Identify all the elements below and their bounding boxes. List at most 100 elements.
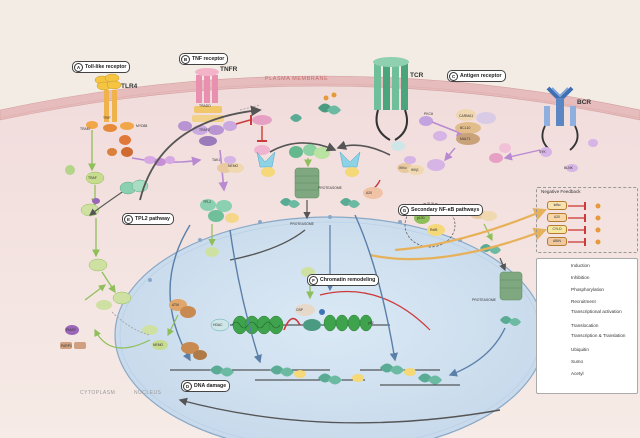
tcr-receptor [373,57,409,141]
nfkb-dimer-top [290,92,341,122]
protein-label: TRIF [103,116,111,120]
piddosome [60,325,86,349]
legend-label: Acetyl [571,371,584,376]
tlr4-label: TLR4 [121,83,138,90]
dna-damage-cluster [142,299,207,360]
protein-label: RelB [430,228,438,232]
legend-item-recruitment: Recruitment [537,299,637,309]
section-title: Toll-like receptor [85,64,127,70]
section-title: Antigen receptor [460,73,502,79]
section-title: TNF receptor [192,56,225,62]
protein-label: A20 [366,191,373,195]
nucleus-label: NUCLEUS [134,390,162,396]
ikk-cyan-left [256,151,276,177]
protein-label: TRAM [80,127,90,131]
proteasome-top [294,167,320,199]
ikk-cyan-right [339,151,361,177]
legend-item-sumo: Sumo [537,359,637,369]
section-letter: F [309,275,318,285]
section-title: Secondary NF-κB pathways [411,207,480,213]
protein-label: BCL10 [460,126,471,130]
legend-item-inhibition: Inhibition [537,275,637,285]
protein-label: BLNK [564,166,573,170]
legend-item-acetyl: Acetyl [537,371,637,381]
feedback-row: ABIN [547,236,625,246]
feedback-protein: IκBα [547,201,567,210]
section-letter: E [124,214,133,224]
nfkb-dimer-mid [280,198,360,208]
proteasome-right [499,271,523,301]
membrane-label: PLASMA MEMBRANE [265,76,329,82]
legend-label: Inhibition [571,275,590,280]
proteasome-label: PROTEASOME [290,222,314,226]
legend-label: Ubiquitin [571,347,589,352]
protein-label: TRAF2 [199,128,210,132]
protein-label: CARMA1 [459,114,474,118]
tnf-receptor [195,68,219,103]
tlr4-adaptors [86,121,134,157]
cytoplasm-label: CYTOPLASM [80,390,116,396]
legend-label: Transcription & Translation [571,333,626,338]
protein-label: ATM [172,303,179,307]
protein-label: TRADD [199,104,211,108]
feedback-row: CYLD [547,224,625,234]
cbm-complex [455,109,496,145]
nfkb-dimers-dna [210,363,442,385]
protein-label: TPL2 [203,200,212,204]
feedback-protein: ABIN [547,237,567,246]
tpl2-complex [200,199,239,223]
legend-item-ubiquitin: Ubiquitin [537,347,637,357]
protein-label: IKKβ [411,168,419,172]
legend-label: Translocation [571,323,599,328]
feedback-row: A20 [547,212,625,222]
tcr-label: TCR [410,72,424,79]
protein-label: NEMO [153,343,164,347]
legend-item-phosphorylation: Phosphorylation [537,287,637,297]
negative-feedback-box: Negative Feedback IκBα A20 CYLD ABIN [536,187,638,253]
legend-item-translocation: Translocation [537,323,637,333]
negative-feedback-title: Negative Feedback [541,189,581,194]
protein-label: HDAC [213,323,223,327]
legend-label: Recruitment [571,299,596,304]
protein-label: TAK1 [212,158,221,162]
protein-label: MALT1 [460,137,471,141]
legend-item-transcriptional-activation: Transcriptional activation [537,309,637,319]
feedback-row: IκBα [547,200,625,210]
proteasome-label: PROTEASOME [318,186,342,190]
legend-label: Transcriptional activation [571,309,622,314]
tlr4-receptor [94,73,122,122]
section-title: TPL2 pathway [135,216,170,222]
ikk-complex-1 [217,149,244,192]
protein-label: PARP1 [61,344,72,348]
protein-label: CBP [296,308,303,312]
feedback-protein: A20 [547,213,567,222]
legend-item-induction: Induction [537,263,637,273]
section-letter: D [183,381,192,391]
protein-label: p100 [417,216,425,220]
protein-label: IKKα [399,166,407,170]
legend-label: Sumo [571,359,584,364]
legend-label: Induction [571,263,590,268]
protein-label: PKCθ [424,112,433,116]
protein-label: MYD88 [136,124,148,128]
section-letter: G [400,205,409,215]
ikk-complex-right [397,156,424,175]
protein-label: SYK [539,150,546,154]
protein-label: p52 [368,321,374,325]
section-letter: A [74,62,83,72]
dna-strands [170,369,460,386]
protein-label: TRAF [88,176,97,180]
legend-label: Phosphorylation [571,287,604,292]
legend-item-transcription-translation: Transcription & Translation [537,333,637,343]
section-title: DNA damage [194,383,227,389]
tnfr-label: TNFR [220,66,238,73]
bcr-label: BCR [577,99,592,106]
